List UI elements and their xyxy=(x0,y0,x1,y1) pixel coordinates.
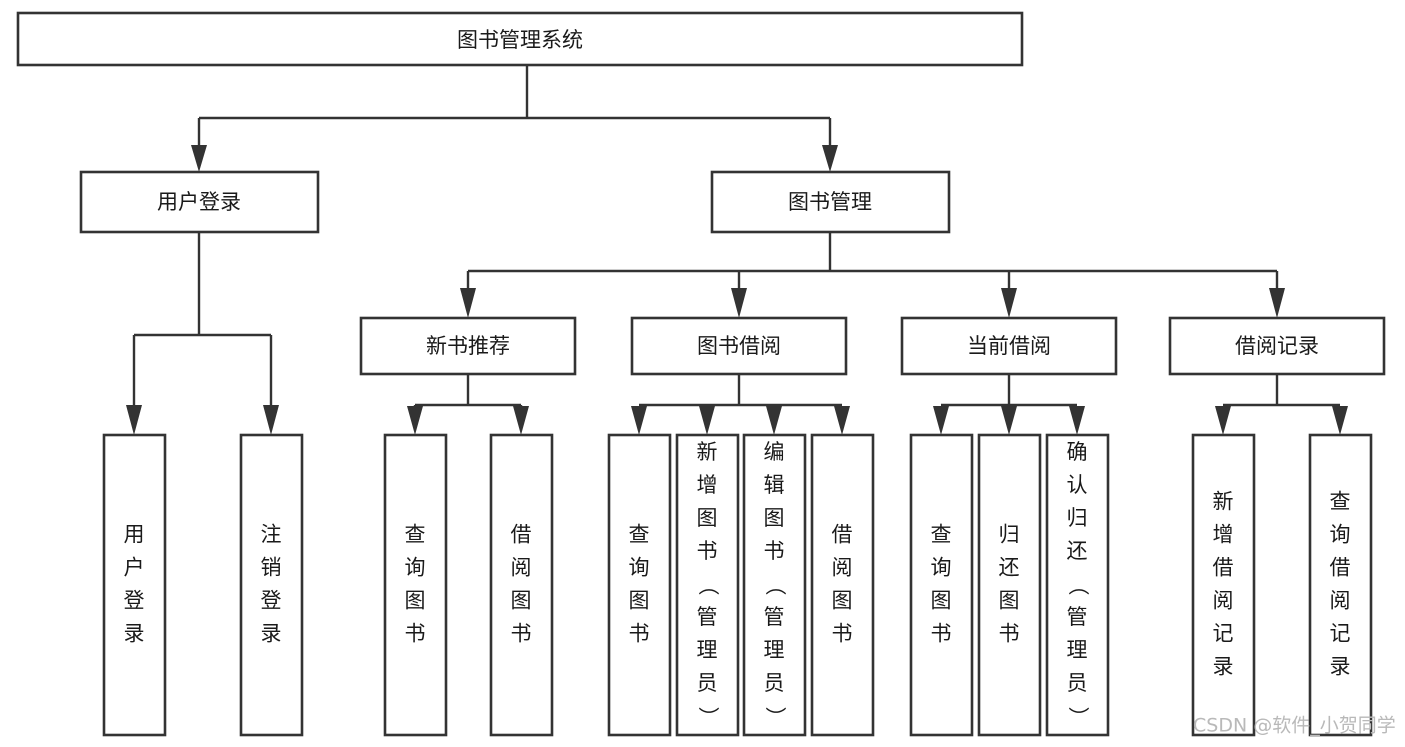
leaf-query-book-current-box[interactable] xyxy=(909,433,974,737)
arrow-head-bookmgmt xyxy=(822,145,838,172)
node-borrow-record[interactable]: 借阅记录 xyxy=(1168,316,1386,376)
vertical-bracket-glyph: （ xyxy=(696,575,720,596)
leaf-borrow-book-borrow[interactable]: 借阅图书 xyxy=(810,433,875,737)
node-root-label: 图书管理系统 xyxy=(457,28,583,52)
arrow-head-leaf-query-record xyxy=(1332,406,1348,435)
node-borrow-record-label: 借阅记录 xyxy=(1235,334,1319,358)
leaf-logout-box[interactable] xyxy=(239,433,304,737)
node-book-management-label: 图书管理 xyxy=(788,190,872,214)
leaf-query-book-current[interactable]: 查询图书 xyxy=(909,433,974,737)
leaf-confirm-return-label: 确认归还管理员 xyxy=(1067,440,1088,695)
connector-group-root xyxy=(191,66,838,172)
leaf-return-book-label: 归还图书 xyxy=(999,523,1020,646)
leaf-add-borrow-record-box[interactable] xyxy=(1191,433,1256,737)
leaf-return-book[interactable]: 归还图书 xyxy=(977,433,1042,737)
leaf-borrow-book-newbook[interactable]: 借阅图书 xyxy=(489,433,554,737)
node-new-book-recommend-label: 新书推荐 xyxy=(426,334,510,358)
arrow-head-leaf-borrow-book-2 xyxy=(834,406,850,435)
leaf-add-book[interactable]: 新增图书管理员 （ ） xyxy=(675,433,740,737)
leaf-query-book-borrow-box[interactable] xyxy=(607,433,672,737)
leaf-edit-book[interactable]: 编辑图书管理员 （ ） xyxy=(742,433,807,737)
arrow-head-login xyxy=(191,145,207,172)
leaf-query-book-newbook-box[interactable] xyxy=(383,433,448,737)
arrow-head-currentborrow xyxy=(1001,288,1017,318)
connector-group-new-book xyxy=(407,374,529,435)
arrow-head-leaf-user-login xyxy=(126,405,142,435)
leaf-logout-label: 注销登录 xyxy=(261,523,282,646)
arrow-head-leaf-add-book xyxy=(699,406,715,435)
leaf-borrow-book-borrow-label: 借阅图书 xyxy=(832,523,853,646)
arrow-head-leaf-add-record xyxy=(1215,406,1231,435)
leaf-query-book-borrow[interactable]: 查询图书 xyxy=(607,433,672,737)
leaf-confirm-return[interactable]: 确认归还管理员 （ ） xyxy=(1045,433,1110,737)
leaf-logout[interactable]: 注销登录 xyxy=(239,433,304,737)
arrow-head-leaf-confirm-return xyxy=(1069,406,1085,435)
node-current-borrow-label: 当前借阅 xyxy=(967,334,1051,358)
leaf-borrow-book-newbook-label: 借阅图书 xyxy=(511,523,532,646)
node-new-book-recommend-box[interactable] xyxy=(359,316,577,376)
leaf-query-borrow-record[interactable]: 查询借阅记录 xyxy=(1308,433,1373,737)
node-book-borrow-box[interactable] xyxy=(630,316,848,376)
vertical-bracket-glyph: （ xyxy=(763,575,787,596)
arrow-head-leaf-query-book-1 xyxy=(407,406,423,435)
arrow-head-borrowbook xyxy=(731,288,747,318)
node-book-management[interactable]: 图书管理 xyxy=(710,170,951,234)
leaf-edit-book-box[interactable] xyxy=(742,433,807,737)
node-current-borrow[interactable]: 当前借阅 xyxy=(900,316,1118,376)
leaf-add-book-label: 新增图书管理员 xyxy=(697,440,718,695)
leaf-add-borrow-record-label: 新增借阅记录 xyxy=(1213,490,1234,679)
arrow-head-leaf-logout xyxy=(263,405,279,435)
node-book-management-box[interactable] xyxy=(710,170,951,234)
arrow-head-leaf-query-book-3 xyxy=(933,406,949,435)
leaf-edit-book-label: 编辑图书管理员 xyxy=(764,440,785,695)
leaf-query-book-newbook-label: 查询图书 xyxy=(405,523,426,646)
node-user-login-box[interactable] xyxy=(79,170,320,234)
connector-group-user-login xyxy=(126,232,279,435)
vertical-bracket-glyph: ） xyxy=(763,707,787,728)
node-borrow-record-box[interactable] xyxy=(1168,316,1386,376)
leaf-borrow-book-borrow-box[interactable] xyxy=(810,433,875,737)
leaf-add-book-box[interactable] xyxy=(675,433,740,737)
vertical-bracket-glyph: ） xyxy=(1066,707,1090,728)
leaf-add-borrow-record[interactable]: 新增借阅记录 xyxy=(1191,433,1256,737)
node-root[interactable]: 图书管理系统 xyxy=(16,11,1024,67)
node-root-box[interactable] xyxy=(16,11,1024,67)
arrow-head-leaf-return-book xyxy=(1001,406,1017,435)
leaf-query-book-borrow-label: 查询图书 xyxy=(629,523,650,646)
vertical-bracket-glyph: （ xyxy=(1066,575,1090,596)
node-new-book-recommend[interactable]: 新书推荐 xyxy=(359,316,577,376)
leaf-user-login[interactable]: 用户登录 xyxy=(102,433,167,737)
leaf-user-login-box[interactable] xyxy=(102,433,167,737)
leaf-borrow-book-newbook-box[interactable] xyxy=(489,433,554,737)
arrow-head-leaf-query-book-2 xyxy=(631,406,647,435)
node-user-login[interactable]: 用户登录 xyxy=(79,170,320,234)
arrow-head-borrowrecord xyxy=(1269,288,1285,318)
connector-group-borrow-book xyxy=(631,374,850,435)
node-book-borrow[interactable]: 图书借阅 xyxy=(630,316,848,376)
connector-group-current-borrow xyxy=(933,374,1085,435)
arrow-head-leaf-edit-book xyxy=(766,406,782,435)
leaf-user-login-label: 用户登录 xyxy=(124,523,145,646)
arrow-head-newbook xyxy=(460,288,476,318)
leaf-return-book-box[interactable] xyxy=(977,433,1042,737)
leaf-query-borrow-record-label: 查询借阅记录 xyxy=(1330,490,1351,679)
connector-group-borrow-record xyxy=(1215,374,1348,435)
leaf-query-book-newbook[interactable]: 查询图书 xyxy=(383,433,448,737)
arrow-head-leaf-borrow-book-1 xyxy=(513,406,529,435)
connector-group-bookmgmt xyxy=(460,232,1285,318)
leaf-query-book-current-label: 查询图书 xyxy=(931,523,952,646)
leaf-query-borrow-record-box[interactable] xyxy=(1308,433,1373,737)
vertical-bracket-glyph: ） xyxy=(696,707,720,728)
node-current-borrow-box[interactable] xyxy=(900,316,1118,376)
node-user-login-label: 用户登录 xyxy=(157,190,241,214)
leaf-confirm-return-box[interactable] xyxy=(1045,433,1110,737)
csdn-watermark: CSDN @软件_小贺同学 xyxy=(1193,715,1396,737)
node-book-borrow-label: 图书借阅 xyxy=(697,334,781,358)
